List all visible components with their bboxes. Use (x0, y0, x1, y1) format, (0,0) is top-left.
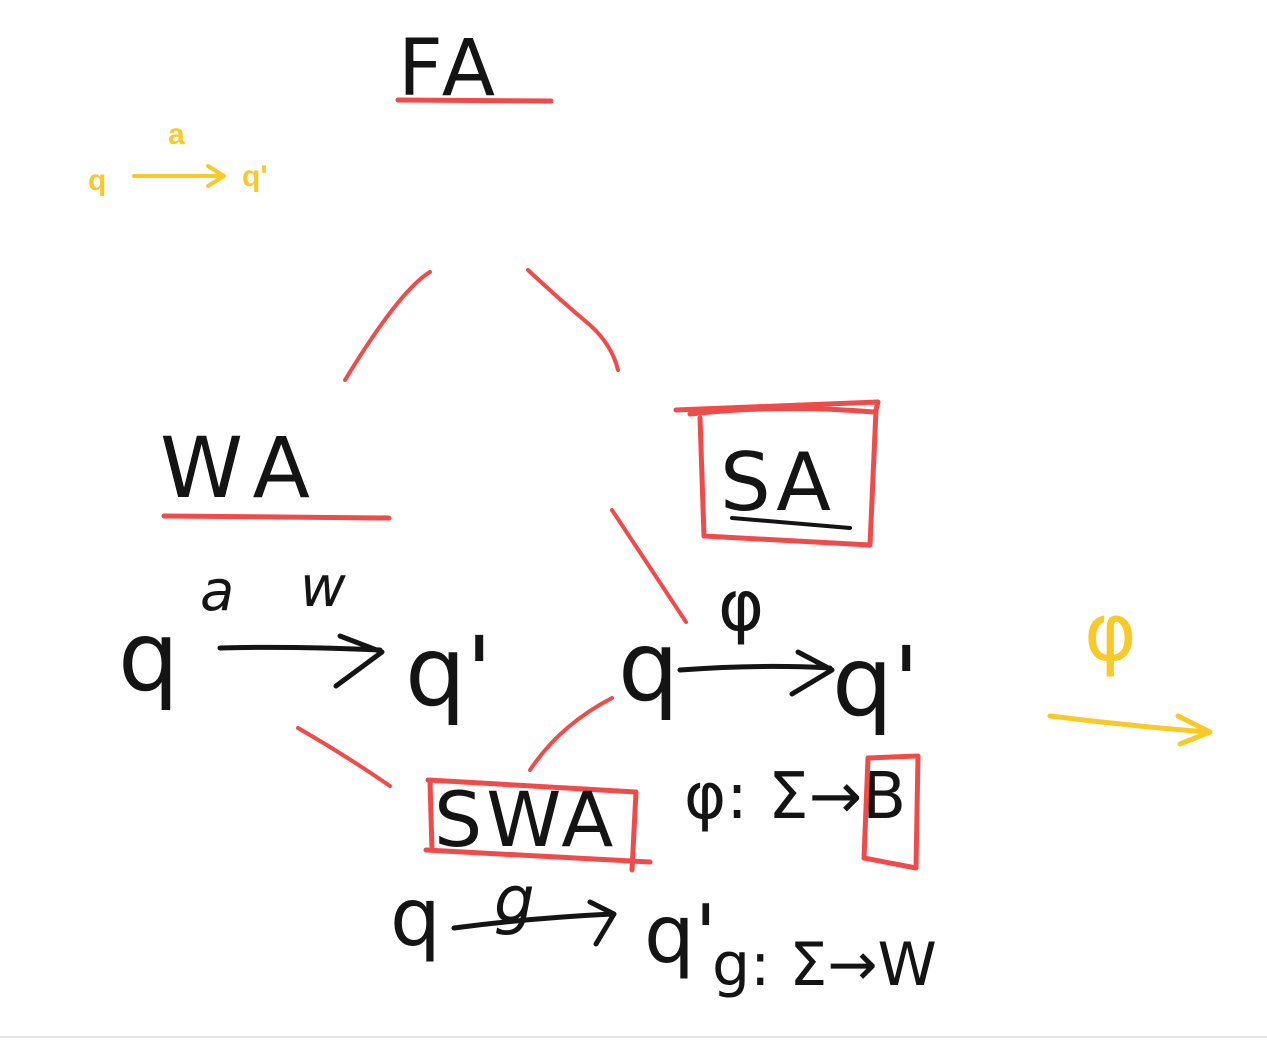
node-swa-label: SWA (434, 775, 617, 864)
edge-wa-swa (296, 726, 392, 788)
edge-sa-swa (610, 508, 688, 624)
node-sa-label: SA (720, 436, 835, 529)
node-fa: FA (395, 24, 554, 114)
edge-fa-sa (526, 268, 620, 372)
wa-label-letter: a (200, 559, 234, 624)
wa-label-weight: w (300, 555, 346, 620)
legend-source-state: q (88, 164, 106, 197)
sa-signature: φ: Σ→B (684, 760, 906, 834)
sa-source-state: q (618, 611, 679, 723)
wa-arrow-icon (217, 633, 385, 689)
hierarchy-edges (296, 268, 688, 788)
swa-source-state: q (390, 871, 441, 964)
side-phi-label: φ (1084, 586, 1137, 679)
side-arrow-icon (1047, 713, 1213, 747)
node-swa: SWA (423, 775, 653, 873)
node-sa-underline (730, 516, 852, 530)
swa-arrow-icon (451, 899, 617, 947)
wa-target-state: q' (405, 616, 492, 728)
wa-source-state: q (118, 601, 179, 713)
node-wa: WA (160, 419, 392, 521)
legend-label: a (168, 118, 185, 151)
legend-arrow-icon (132, 164, 226, 188)
wa-transition: q a w q' (118, 555, 492, 728)
edge-swa-sa-side (528, 696, 614, 772)
swa-label: g (494, 864, 535, 938)
legend-transition: q a q' (88, 118, 267, 197)
sa-transition: q φ q' φ: Σ→B (618, 565, 921, 871)
side-phi-arrow: φ (1047, 586, 1213, 747)
node-swa-box (423, 777, 653, 873)
node-sa-box (673, 399, 881, 548)
swa-signature: g: Σ→W (712, 930, 937, 1000)
canvas-bottom-divider (0, 1036, 1267, 1038)
node-wa-underline (161, 513, 392, 521)
node-fa-underline (395, 97, 554, 104)
sa-label: φ (718, 565, 764, 647)
swa-transition: q g q' g: Σ→W (390, 864, 937, 1000)
node-sa: SA (673, 399, 881, 548)
edge-fa-wa (343, 270, 432, 382)
boolean-set-highlight-box (861, 753, 921, 871)
node-wa-label: WA (160, 419, 324, 517)
sa-target-state: q' (832, 626, 919, 738)
swa-target-state: q' (644, 888, 717, 981)
legend-target-state: q' (242, 160, 267, 193)
sa-arrow-icon (677, 649, 835, 697)
